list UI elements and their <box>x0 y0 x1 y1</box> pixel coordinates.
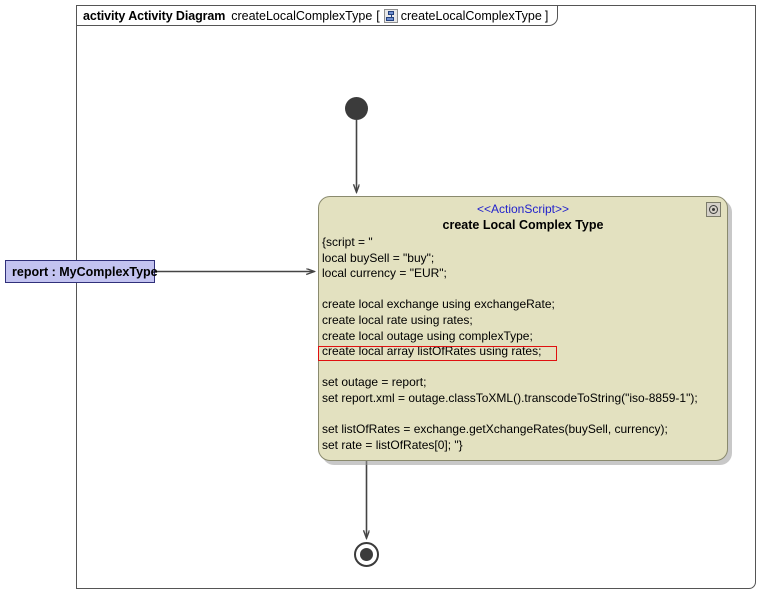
frame-header: activity Activity Diagram createLocalCom… <box>76 5 559 26</box>
gear-icon-glyph <box>709 205 718 214</box>
frame-keyword: activity Activity Diagram <box>83 8 226 23</box>
highlighted-line-marker <box>318 346 557 361</box>
action-script-body: {script = " local buySell = "buy"; local… <box>322 235 698 452</box>
frame-diagram-name: createLocalComplexType <box>400 8 542 23</box>
frame-bracket-open: [ <box>376 8 380 23</box>
class-type-icon <box>383 8 398 23</box>
object-node-label: report : MyComplexType <box>12 264 158 279</box>
class-type-icon-link <box>390 13 392 17</box>
gear-icon[interactable] <box>706 202 721 217</box>
action-node-create-local-complex-type[interactable]: <<ActionScript>> create Local Complex Ty… <box>318 196 728 461</box>
class-type-icon-bottom <box>385 16 394 21</box>
action-stereotype: <<ActionScript>> <box>476 202 570 216</box>
activity-final-node-inner <box>360 548 373 561</box>
initial-node[interactable] <box>345 97 368 120</box>
frame-name: createLocalComplexType <box>231 8 373 23</box>
activity-final-node[interactable] <box>354 542 379 567</box>
object-node-report[interactable]: report : MyComplexType <box>5 260 158 283</box>
action-title: create Local Complex Type <box>442 218 604 232</box>
frame-bracket-close: ] <box>544 8 549 23</box>
